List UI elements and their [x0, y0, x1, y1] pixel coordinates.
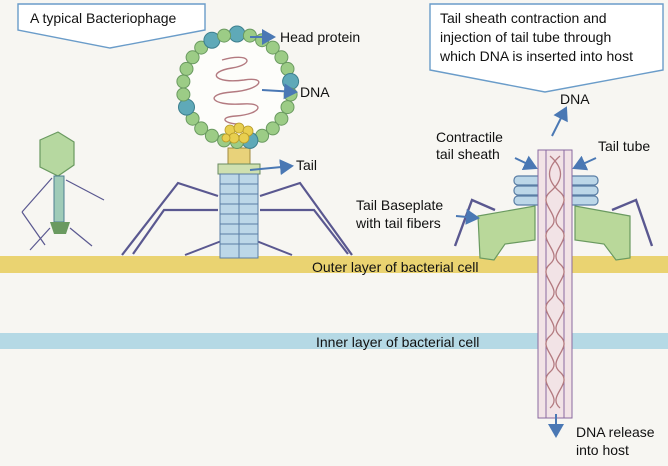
baseplate-right	[574, 205, 631, 261]
label-release-1: DNA release	[576, 424, 655, 440]
capsid-protein	[178, 98, 195, 116]
label-release-2: into host	[576, 442, 629, 458]
pointer-arrows	[249, 29, 597, 438]
label-head-protein: Head protein	[280, 29, 361, 45]
injecting-phage	[453, 149, 654, 419]
capsid-protein	[176, 74, 191, 89]
capsid-protein	[204, 128, 219, 143]
capsid-protein	[265, 121, 280, 136]
inner-membrane	[0, 333, 668, 349]
capsid-protein	[217, 28, 232, 43]
capsid-protein	[176, 87, 191, 102]
label-contractile-1: Contractile	[436, 129, 503, 145]
label-baseplate-1: Tail Baseplate	[356, 197, 444, 213]
label-contractile-2: tail sheath	[436, 146, 500, 162]
capsid-protein	[242, 28, 257, 43]
label-tail-tube: Tail tube	[598, 138, 651, 154]
capsid-protein	[228, 25, 246, 43]
capsid-protein	[283, 87, 298, 102]
label-dna-right: DNA	[560, 91, 590, 107]
small-phage	[21, 131, 105, 251]
left-callout-text: A typical Bacteriophage	[30, 10, 177, 26]
right-callout-line1: Tail sheath contraction and	[440, 10, 607, 26]
baseplate-left	[477, 205, 536, 261]
tail-tube	[537, 149, 573, 419]
main-phage	[121, 25, 353, 259]
label-tail: Tail	[296, 157, 318, 173]
label-outer-layer: Outer layer of bacterial cell	[312, 259, 479, 275]
capsid-protein	[185, 50, 200, 65]
capsid-protein	[274, 111, 289, 126]
right-callout-line3: which DNA is inserted into host	[440, 48, 633, 64]
label-baseplate-2: with tail fibers	[356, 215, 441, 231]
capsid-protein	[280, 100, 295, 115]
left-callout-box	[17, 3, 206, 49]
capsid-protein	[274, 50, 289, 65]
label-inner-layer: Inner layer of bacterial cell	[316, 334, 480, 350]
capsid-protein	[179, 61, 194, 76]
capsid-protein	[194, 40, 209, 55]
capsid-protein	[282, 73, 300, 90]
head-dna	[213, 56, 260, 125]
right-callout-line2: injection of tail tube through	[440, 29, 612, 45]
right-callout-box	[429, 3, 664, 93]
capsid-protein	[194, 121, 209, 136]
outer-membrane	[0, 256, 668, 273]
label-dna-left: DNA	[300, 84, 330, 100]
